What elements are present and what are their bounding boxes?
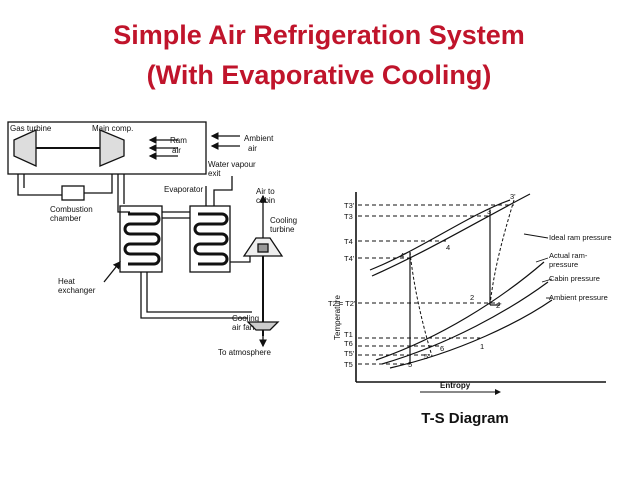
temp-label-t4p: T4' — [344, 254, 355, 263]
label-cooling-fan-1: Cooling — [232, 314, 259, 323]
ideal-ram-pressure-curve — [371, 193, 531, 277]
temp-label-t2: T2 = T2' — [328, 299, 356, 308]
temp-label-t1: T1 — [344, 330, 353, 339]
label-combustion-1: Combustion — [50, 205, 93, 214]
label-cooling-turbine-1: Cooling — [270, 216, 297, 225]
label-water-vapour-1: Water vapour — [208, 160, 256, 169]
cooling-fan-shape — [246, 321, 280, 331]
ts-x-axis-label: Entropy — [440, 381, 471, 390]
label-cooling-fan-2: air fan — [232, 323, 254, 332]
label-combustion-2: chamber — [50, 214, 81, 223]
temp-label-t5p: T5' — [344, 349, 355, 358]
ambient-pressure-curve — [389, 299, 553, 369]
heat-exchanger-coil — [123, 212, 161, 266]
label-evaporator: Evaporator — [164, 185, 203, 194]
engine-duct — [7, 121, 207, 175]
temp-label-t5: T5 — [344, 360, 353, 369]
ts-diagram-caption: T-S Diagram — [421, 410, 509, 427]
point-3p: 3' — [510, 192, 516, 201]
label-ram-air-2: air — [172, 146, 181, 155]
temp-label-t6: T6 — [344, 339, 353, 348]
point-5p: 5' — [424, 352, 430, 361]
curve-label-ambient: Ambient pressure — [549, 293, 608, 302]
label-main-comp: Main comp. — [92, 124, 133, 133]
label-water-vapour-2: exit — [208, 169, 221, 178]
label-air-to-cabin-2: cabin — [256, 196, 275, 205]
point-6: 6 — [440, 344, 444, 353]
point-1: 1 — [480, 342, 484, 351]
curve-label-cabin: Cabin pressure — [549, 274, 600, 283]
ts-diagram — [355, 192, 606, 395]
actual-ram-pressure-curve — [375, 261, 545, 361]
evaporator-box — [189, 205, 231, 273]
gas-turbine-shape — [13, 128, 37, 168]
point-2p: 2' — [496, 301, 502, 310]
ts-y-axis-label: Temperature — [333, 295, 342, 340]
point-5: 5 — [408, 360, 412, 369]
point-4: 4 — [446, 243, 450, 252]
slide-title-line2: (With Evaporative Cooling) — [146, 60, 492, 90]
label-to-atmosphere: To atmosphere — [218, 348, 271, 357]
label-gas-turbine: Gas turbine — [10, 124, 52, 133]
temp-label-t4: T4 — [344, 237, 353, 246]
label-heat-exchanger-1: Heat — [58, 277, 76, 286]
main-compressor-shape — [99, 129, 125, 167]
label-ambient-air-1: Ambient — [244, 134, 274, 143]
point-2: 2 — [470, 293, 474, 302]
curve-label-actual-ram-1: Actual ram- — [549, 251, 588, 260]
temp-label-t3p: T3' — [344, 201, 355, 210]
label-heat-exchanger-2: exchanger — [58, 286, 96, 295]
heat-exchanger-box — [119, 205, 163, 273]
label-cooling-turbine-2: turbine — [270, 225, 295, 234]
point-3: 3 — [487, 207, 491, 216]
curve-label-ideal-ram: Ideal ram pressure — [549, 233, 612, 242]
label-ambient-air-2: air — [248, 144, 257, 153]
curve-label-actual-ram-2: pressure — [549, 260, 578, 269]
cabin-pressure-curve — [381, 281, 549, 365]
label-air-to-cabin-1: Air to — [256, 187, 275, 196]
combustion-chamber-box — [61, 185, 85, 201]
label-ram-air-1: Ram — [170, 136, 187, 145]
slide-title-line1: Simple Air Refrigeration System — [113, 20, 525, 50]
temp-label-t3: T3 — [344, 212, 353, 221]
evaporator-coil — [193, 212, 229, 266]
upper-compression-curve — [369, 199, 511, 271]
refrigeration-schematic — [7, 121, 284, 348]
point-4p: 4' — [400, 251, 406, 260]
